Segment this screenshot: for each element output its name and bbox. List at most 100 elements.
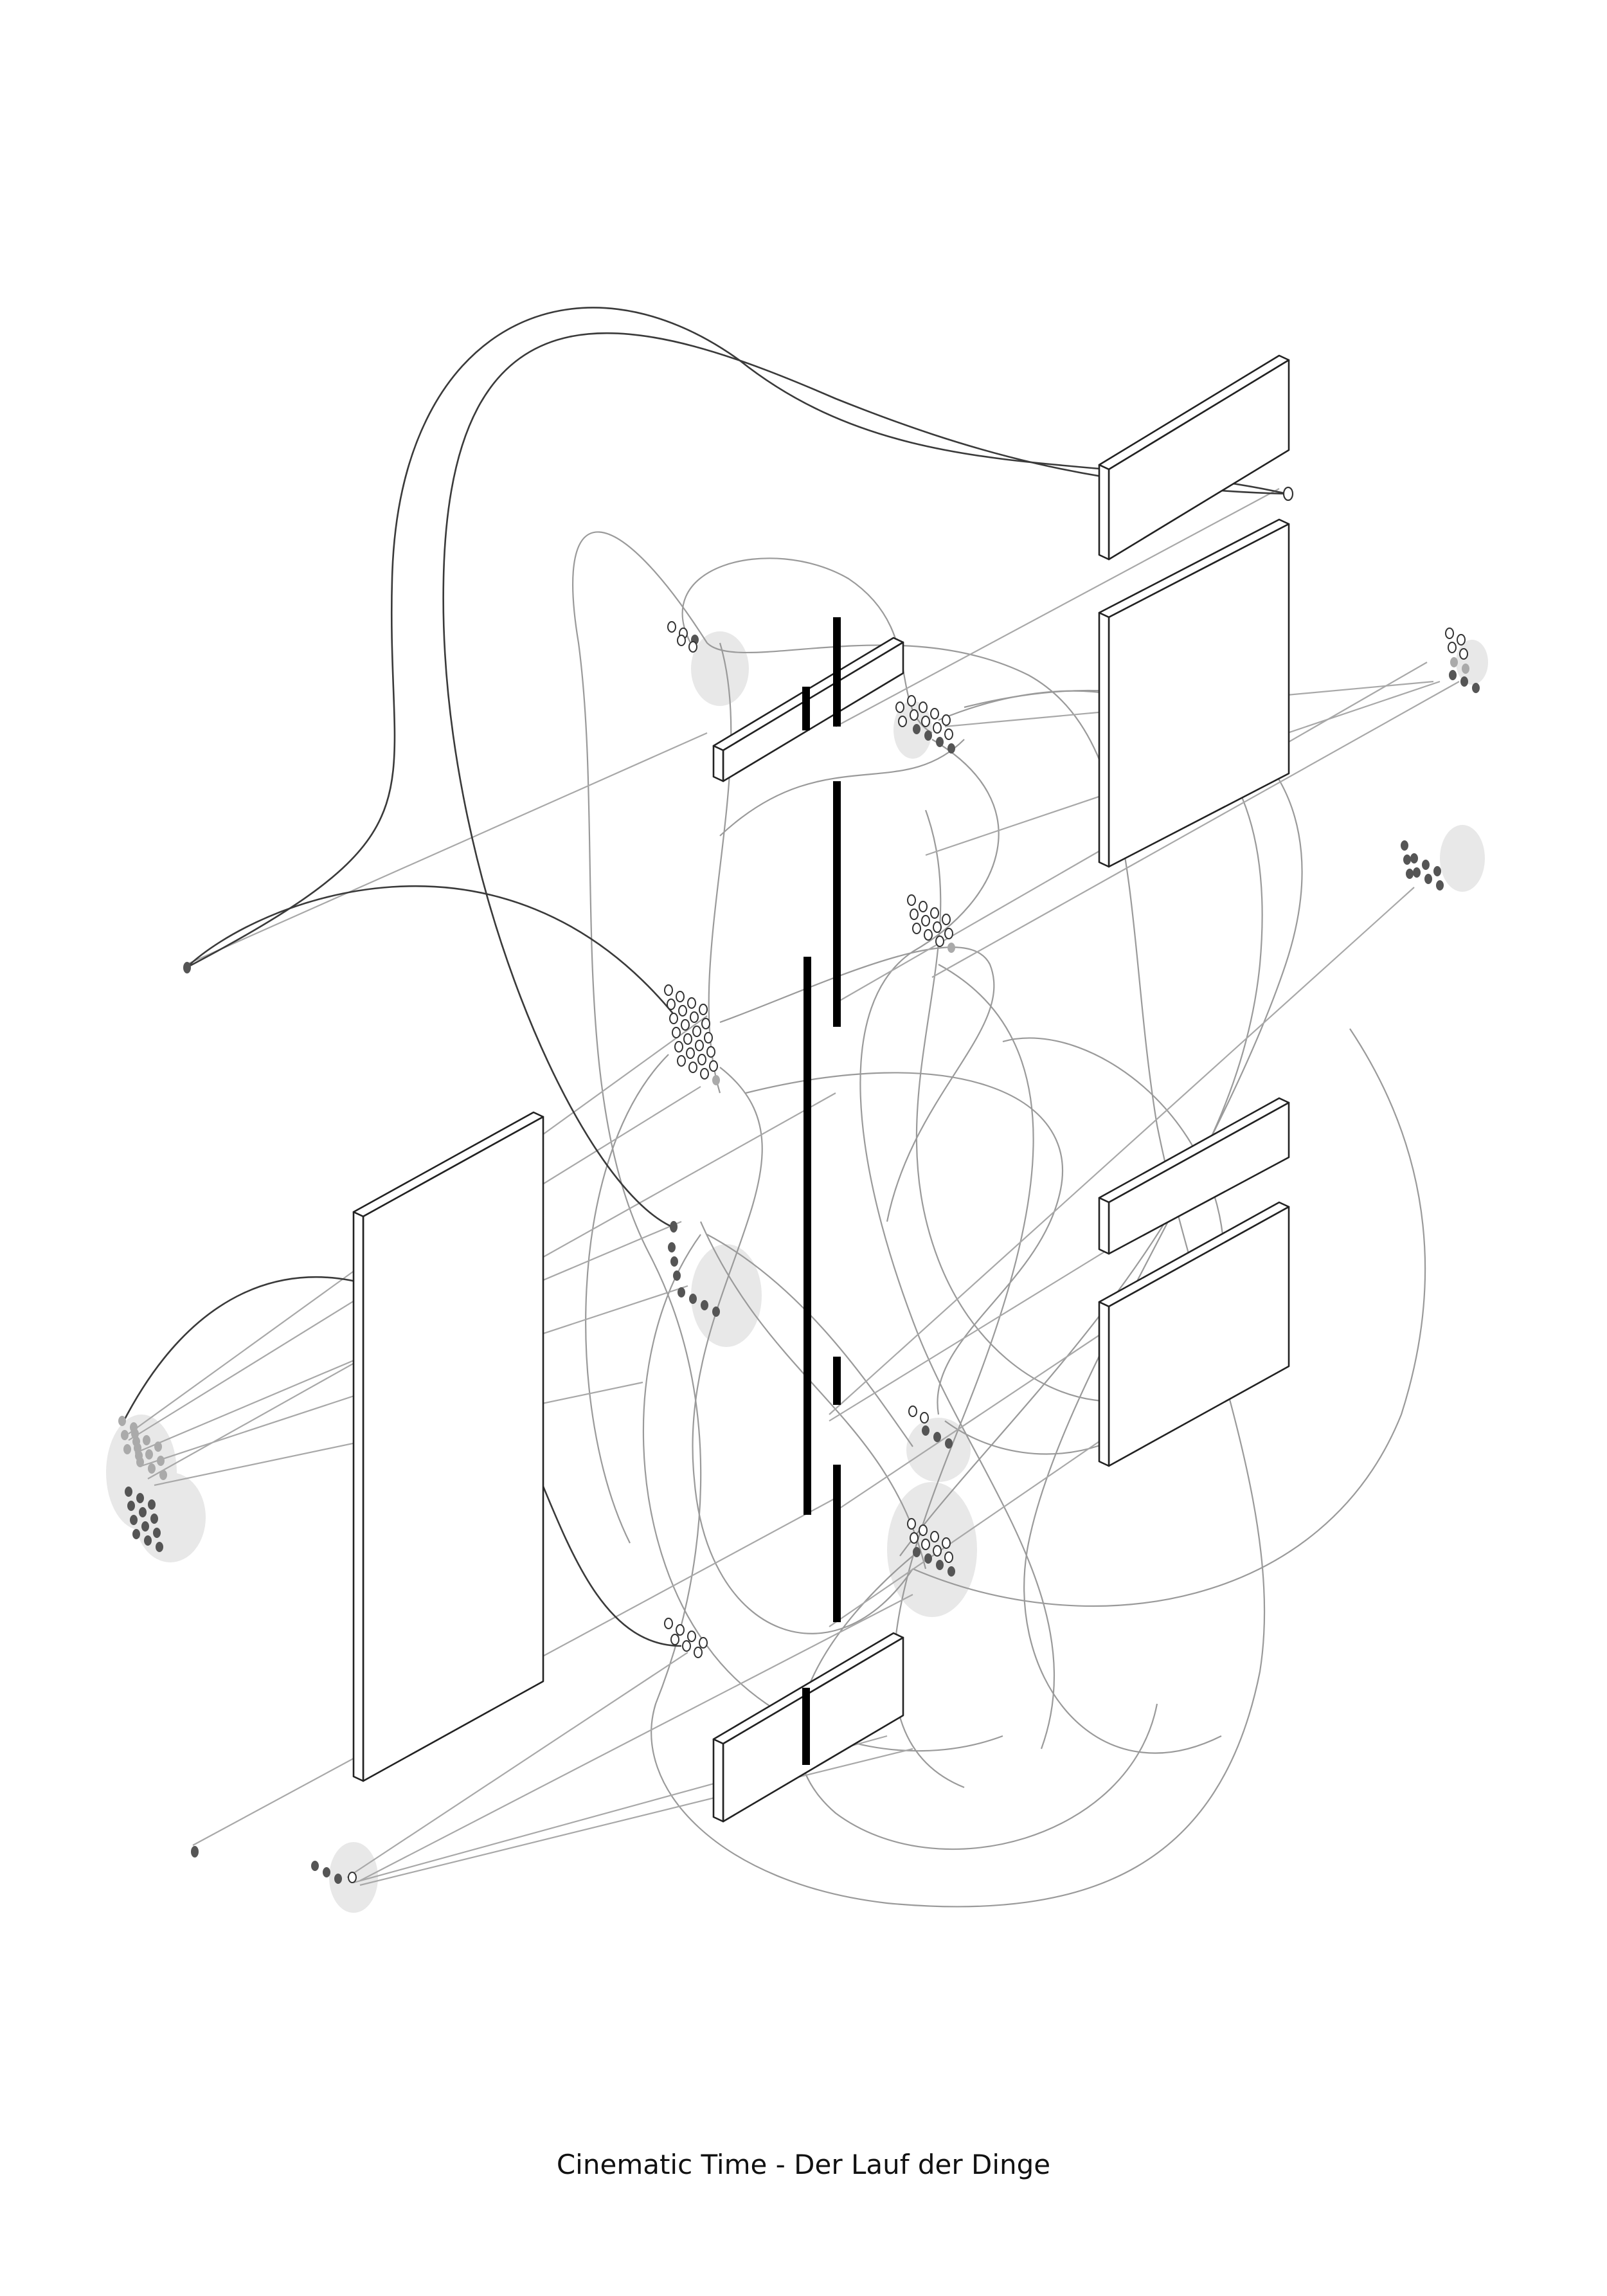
cluster-dot	[907, 1518, 916, 1530]
cluster-dot	[130, 1515, 138, 1525]
cluster-dot	[701, 1018, 710, 1029]
endpoint-nodes	[183, 486, 1294, 1858]
cluster-dot	[921, 1539, 930, 1550]
cluster-dot	[118, 1416, 126, 1426]
cluster-dot	[924, 929, 933, 941]
cluster-halo	[135, 1472, 206, 1562]
cluster-dot	[148, 1463, 156, 1474]
cluster-dot	[136, 1493, 144, 1503]
cluster-dot	[681, 1019, 690, 1031]
cluster-halo	[691, 1244, 762, 1347]
cluster-dot	[919, 701, 928, 713]
cluster-dot	[348, 1872, 357, 1883]
cluster-dot	[912, 923, 921, 934]
cluster-dot	[694, 1647, 703, 1658]
frame-left-tall	[352, 1111, 544, 1782]
cluster-dot	[701, 1300, 708, 1310]
cluster-dot	[709, 1060, 718, 1072]
cluster-dot	[673, 1270, 681, 1281]
cluster-dot	[907, 695, 916, 707]
cluster-dot	[942, 1537, 951, 1549]
cluster-dot	[907, 894, 916, 906]
cluster-dot	[699, 1637, 708, 1649]
cluster-dot	[933, 722, 942, 734]
cluster-dot	[670, 1256, 678, 1267]
cluster-dot	[139, 1507, 147, 1517]
cluster-dot	[1457, 634, 1466, 646]
cluster-dot	[913, 1547, 920, 1557]
cluster-dot	[682, 1640, 691, 1652]
cluster-halo	[906, 1418, 971, 1482]
cluster-dot	[930, 708, 939, 719]
cluster-halo	[691, 631, 749, 706]
cluster-halo	[887, 1482, 977, 1617]
cluster-dot	[910, 709, 919, 721]
cluster-dot	[670, 1634, 679, 1645]
cluster-dot	[144, 1535, 152, 1546]
cluster-dot	[1448, 642, 1457, 653]
cluster-dot	[1413, 867, 1421, 878]
cluster-dot	[945, 1438, 953, 1449]
cluster-dot	[334, 1874, 342, 1884]
cluster-dot	[1460, 676, 1468, 687]
cluster-dot	[1401, 840, 1408, 851]
cluster-dot	[942, 714, 951, 726]
cluster-dot	[676, 991, 685, 1002]
cluster-dot	[944, 1551, 953, 1563]
cluster-dot	[924, 730, 932, 741]
cluster-halo	[1440, 825, 1485, 892]
cluster-dot	[125, 1487, 132, 1497]
cluster-dot	[933, 1545, 942, 1557]
frame-mid-wide	[1098, 1201, 1290, 1467]
cluster-dot	[686, 1047, 695, 1059]
frame-mid-strip	[1098, 1097, 1290, 1255]
cluster-dot	[668, 1242, 676, 1252]
cluster-dot	[311, 1861, 319, 1871]
cluster-dot	[910, 908, 919, 920]
cluster-dot	[944, 728, 953, 740]
cluster-dot	[687, 997, 696, 1009]
cluster-dot	[695, 1040, 704, 1051]
cluster-dot	[1422, 860, 1430, 870]
cluster-dot	[141, 1521, 149, 1532]
cluster-dot	[1406, 869, 1414, 879]
cluster-dot	[677, 1055, 686, 1067]
cluster-halos	[106, 631, 1488, 1913]
cluster-dot	[672, 1027, 681, 1038]
cluster-dot	[944, 928, 953, 939]
cluster-dot	[712, 1306, 720, 1317]
cluster-dot	[678, 1005, 687, 1017]
cluster-dot	[689, 1294, 697, 1304]
cluster-dot	[1472, 683, 1480, 693]
cluster-dot	[136, 1457, 144, 1467]
cluster-dot	[706, 1046, 715, 1058]
cluster-dot	[1436, 880, 1444, 890]
cluster-dot	[678, 1287, 685, 1297]
cluster-dot	[1449, 670, 1457, 680]
cluster-dot	[323, 1867, 330, 1877]
cluster-dot	[154, 1442, 162, 1452]
cluster-dot	[153, 1528, 161, 1538]
cluster-dot	[933, 1432, 941, 1442]
cluster-dot	[924, 1553, 932, 1564]
cluster-dot	[1445, 628, 1454, 639]
cluster-dot	[664, 984, 673, 996]
cluster-dot	[674, 1041, 683, 1053]
cluster-dot	[157, 1456, 165, 1466]
cluster-dot	[947, 743, 955, 754]
cluster-dot	[127, 1501, 135, 1511]
cluster-dot	[132, 1529, 140, 1539]
cluster-dot	[688, 641, 697, 653]
cluster-dot	[159, 1470, 167, 1480]
cluster-dot	[667, 621, 676, 633]
cluster-dot	[1424, 874, 1432, 884]
cluster-dot	[913, 724, 920, 734]
cluster-dot	[947, 1566, 955, 1577]
cluster-dot	[936, 1560, 944, 1570]
cluster-dot	[143, 1435, 150, 1445]
cluster-dot	[148, 1499, 156, 1510]
cluster-dot	[664, 1618, 673, 1629]
cluster-dot	[1403, 854, 1411, 865]
cluster-dot	[1433, 866, 1441, 876]
cluster-dot	[123, 1444, 131, 1454]
